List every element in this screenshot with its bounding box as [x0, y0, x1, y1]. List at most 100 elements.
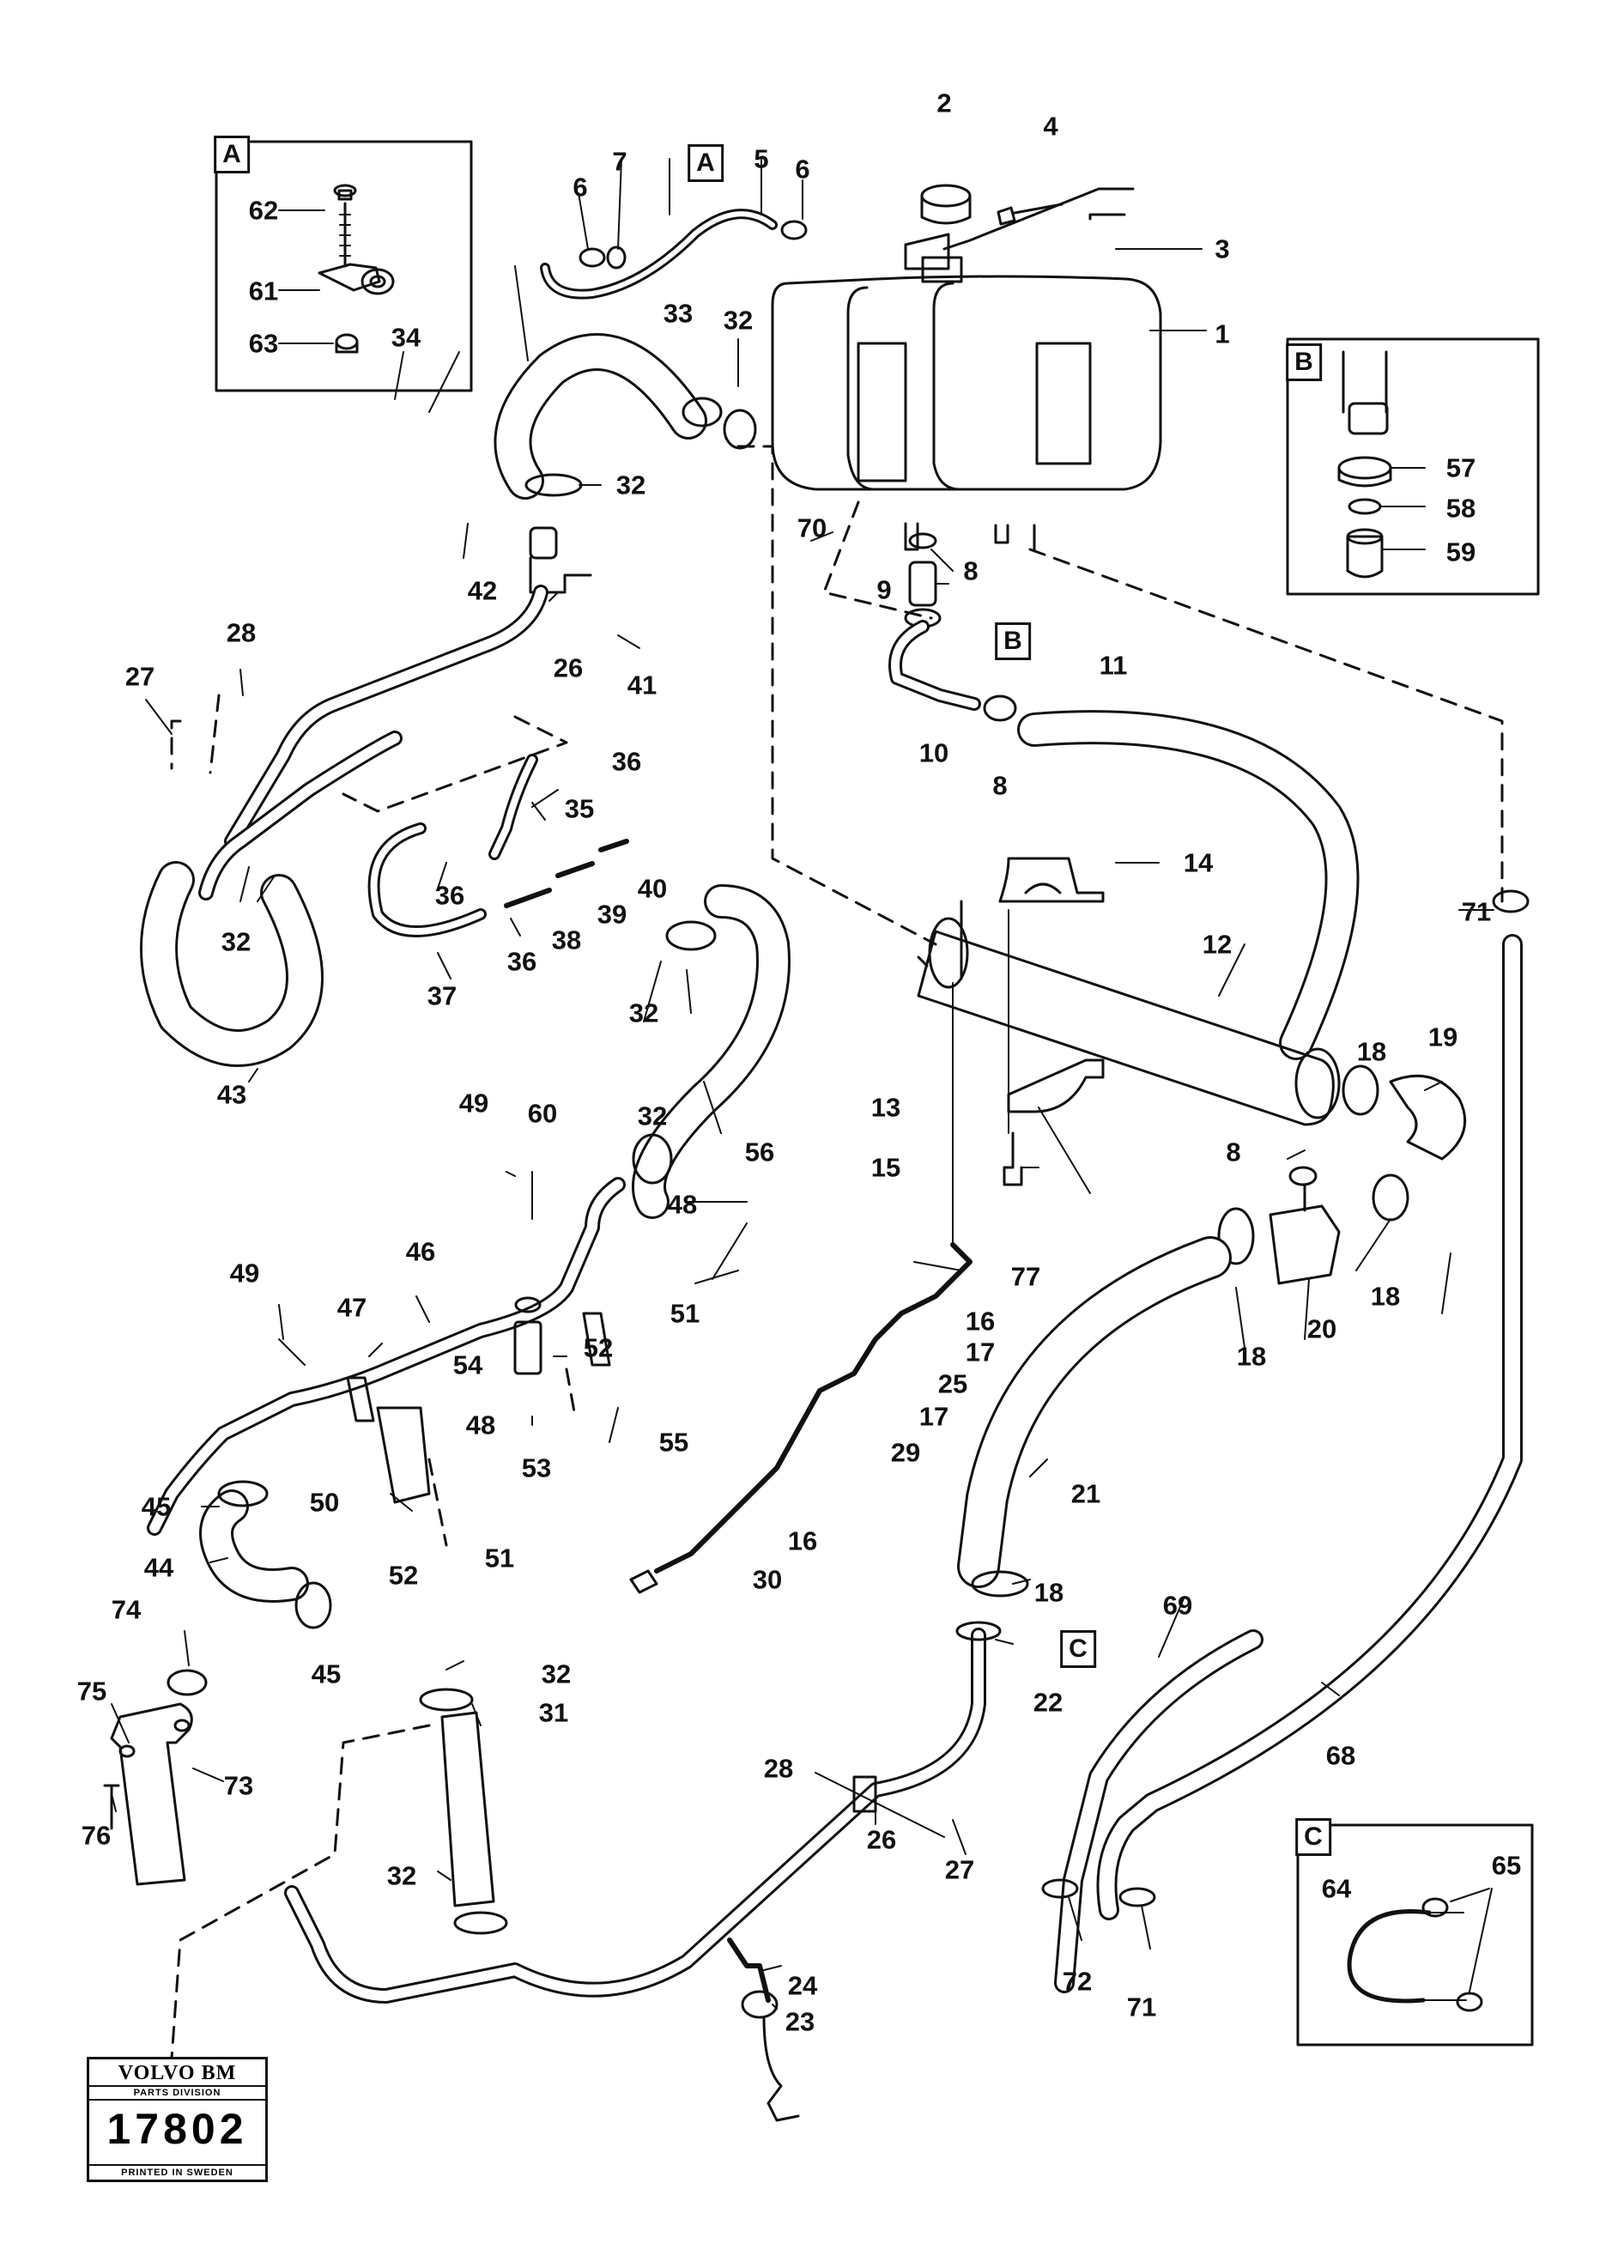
callout-51a: 51	[670, 1298, 700, 1329]
clamp-18b	[1372, 1173, 1409, 1222]
clamp-32a	[723, 409, 757, 450]
callout-34: 34	[391, 322, 421, 353]
clamp-32c	[665, 920, 717, 951]
detail-a-reference: A	[688, 144, 724, 182]
seal-74	[167, 1669, 208, 1696]
clamp-32f	[419, 1688, 474, 1712]
callout-8c: 8	[1226, 1137, 1241, 1167]
callout-26b: 26	[866, 1824, 897, 1855]
callout-18c: 18	[1236, 1341, 1267, 1372]
callout-50: 50	[309, 1487, 340, 1518]
callout-6b: 6	[795, 154, 810, 185]
sensor-30	[629, 1569, 658, 1594]
callout-42: 42	[467, 575, 498, 606]
callout-18d: 18	[1033, 1577, 1064, 1608]
callout-69: 69	[1162, 1590, 1193, 1621]
callout-12: 12	[1202, 929, 1233, 960]
clamp-6a	[579, 247, 606, 268]
callout-71a: 71	[1461, 896, 1492, 927]
stamp-division: PARTS DIVISION	[89, 2085, 265, 2101]
callout-36c: 36	[506, 946, 537, 977]
callout-9: 9	[876, 574, 892, 605]
callout-64: 64	[1321, 1873, 1352, 1904]
leader-lines	[111, 158, 1494, 2010]
detail-a-parts	[278, 184, 395, 354]
callout-18a: 18	[1356, 1036, 1387, 1067]
callout-54: 54	[452, 1349, 483, 1380]
callout-24: 24	[787, 1970, 818, 2001]
callout-18b: 18	[1370, 1281, 1401, 1312]
cooler-12	[917, 900, 1341, 1126]
clamp-32g	[453, 1911, 508, 1935]
callout-10: 10	[918, 737, 949, 768]
callout-8a: 8	[963, 555, 979, 586]
callout-17b: 17	[918, 1401, 949, 1432]
detail-b-reference: B	[995, 622, 1031, 660]
callout-70: 70	[797, 512, 827, 543]
callout-27a: 27	[124, 661, 155, 692]
sensor-53	[513, 1320, 542, 1375]
detail-a-label: A	[214, 136, 250, 173]
callout-32b: 32	[615, 470, 646, 500]
callout-19: 19	[1427, 1022, 1458, 1052]
callout-39: 39	[597, 899, 627, 930]
callout-56: 56	[744, 1137, 775, 1167]
dashed-connectors	[100, 445, 1504, 2126]
detail-c-frame	[1296, 1823, 1534, 2047]
callout-11: 11	[1099, 650, 1128, 681]
callout-32e: 32	[637, 1101, 668, 1131]
callout-61: 61	[248, 276, 279, 306]
detail-a-frame	[215, 140, 473, 392]
detail-b-label: B	[1286, 343, 1322, 381]
callout-14: 14	[1183, 847, 1214, 878]
callout-52b: 52	[388, 1560, 419, 1591]
callout-55: 55	[658, 1427, 689, 1458]
hose-5	[540, 209, 778, 300]
callout-45b: 45	[311, 1659, 342, 1689]
callout-25: 25	[937, 1368, 968, 1399]
clamp-32d	[632, 1133, 673, 1185]
callout-28b: 28	[763, 1753, 794, 1784]
callout-22: 22	[1033, 1687, 1063, 1718]
callout-21: 21	[1070, 1478, 1101, 1509]
callout-32f: 32	[541, 1659, 572, 1689]
detail-b-parts	[1337, 350, 1426, 579]
callout-16a: 16	[965, 1306, 996, 1337]
callout-7: 7	[612, 146, 627, 177]
expansion-tank	[771, 187, 1162, 553]
callout-45a: 45	[141, 1491, 172, 1522]
callout-33: 33	[663, 298, 694, 329]
callout-77: 77	[1010, 1261, 1041, 1292]
callout-2: 2	[936, 88, 952, 118]
callout-74: 74	[111, 1594, 142, 1625]
clamp-7	[606, 246, 627, 270]
detail-b-frame	[1286, 337, 1540, 596]
clamp-72	[1041, 1878, 1079, 1899]
pipe-73	[110, 1702, 193, 1886]
callout-31: 31	[538, 1697, 569, 1728]
callout-32d: 32	[628, 998, 659, 1028]
sensor-line	[654, 1242, 973, 1574]
callout-28a: 28	[226, 617, 257, 648]
callout-49a: 49	[458, 1088, 489, 1119]
clamp-8	[983, 694, 1017, 722]
callout-72: 72	[1062, 1966, 1093, 1997]
callout-71b: 71	[1126, 1992, 1157, 2022]
callout-36b: 36	[434, 880, 465, 911]
bolt-4	[997, 203, 1063, 226]
bracket-47	[346, 1376, 375, 1422]
stamp-brand: VOLVO BM	[118, 2062, 237, 2084]
callout-63: 63	[248, 328, 279, 359]
callout-37: 37	[427, 980, 458, 1011]
bolt-76	[103, 1784, 120, 1830]
bracket-48	[582, 1312, 611, 1367]
callout-16b: 16	[787, 1525, 818, 1556]
callout-15: 15	[870, 1152, 901, 1183]
callout-73: 73	[223, 1770, 254, 1801]
callout-52a: 52	[583, 1332, 614, 1363]
clamp-6b	[780, 220, 808, 240]
bracket-14	[998, 857, 1105, 903]
parts-catalog-stamp: VOLVO BM PARTS DIVISION 17802 PRINTED IN…	[87, 2057, 268, 2182]
callout-3: 3	[1215, 233, 1230, 264]
callout-35: 35	[564, 793, 595, 824]
